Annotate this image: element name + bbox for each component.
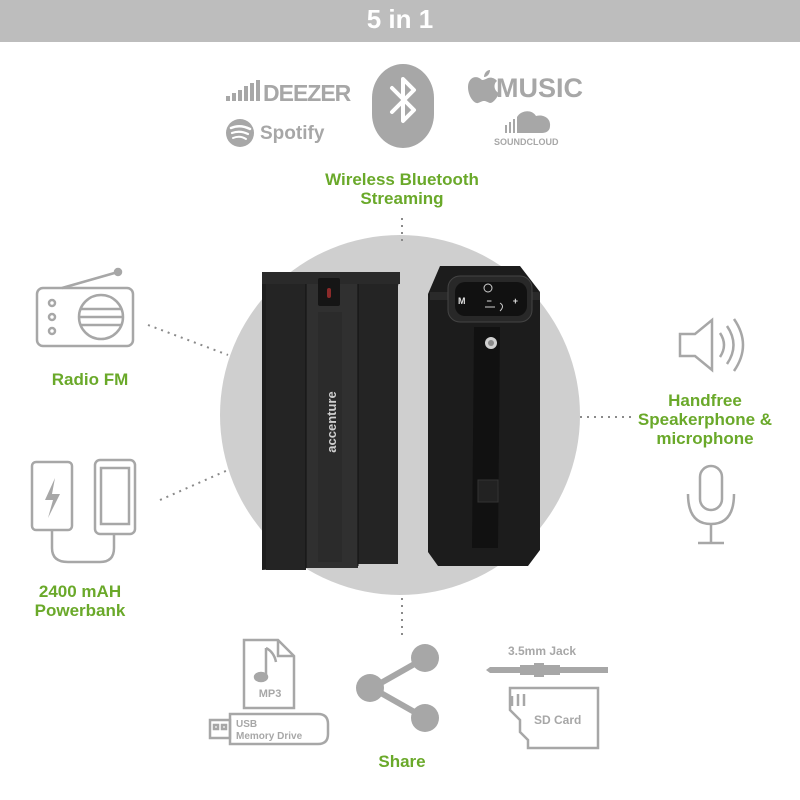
handsfree-label: Handfree Speakerphone & microphone bbox=[625, 391, 785, 448]
music-note-icon bbox=[242, 638, 296, 710]
radio-label: Radio FM bbox=[51, 370, 129, 389]
dotted-connectors bbox=[147, 218, 635, 640]
soundcloud-logo-text: SOUNDCLOUD bbox=[494, 137, 559, 147]
powerbank-label-line2: Powerbank bbox=[34, 601, 126, 620]
speaker-control-buttons: M − + bbox=[458, 296, 518, 306]
sd-card-icon bbox=[508, 686, 600, 750]
usb-label-line2: Memory Drive bbox=[236, 731, 303, 742]
bluetooth-label: Wireless Bluetooth Streaming bbox=[292, 170, 512, 208]
radio-icon bbox=[35, 267, 135, 348]
share-label: Share bbox=[378, 752, 426, 771]
bluetooth-label-line2: Streaming bbox=[360, 189, 444, 208]
deezer-logo-text: DEEZER bbox=[263, 80, 351, 106]
speaker-left bbox=[262, 272, 400, 570]
bluetooth-label-line1: Wireless Bluetooth bbox=[325, 170, 479, 189]
handsfree-label-line3: microphone bbox=[656, 429, 754, 448]
powerbank-label: 2400 mAH Powerbank bbox=[20, 582, 140, 620]
handsfree-label-line2: Speakerphone & bbox=[637, 410, 773, 429]
powerbank-label-line1: 2400 mAH bbox=[38, 582, 122, 601]
phone-icon bbox=[93, 458, 137, 536]
deezer-bars-icon bbox=[226, 80, 260, 101]
jack-label: 3.5mm Jack bbox=[508, 644, 577, 658]
audio-jack-icon bbox=[486, 663, 608, 677]
volume-down-button: − bbox=[486, 296, 492, 306]
speaker-right bbox=[428, 266, 540, 566]
page-title: 5 in 1 bbox=[366, 4, 434, 34]
usb-label: USB Memory Drive bbox=[236, 719, 302, 743]
sdcard-label: SD Card bbox=[534, 713, 582, 727]
usb-drive-icon bbox=[208, 712, 330, 746]
microphone-icon bbox=[686, 464, 736, 545]
speaker-volume-icon bbox=[678, 317, 745, 373]
apple-music-logo-text: MUSIC bbox=[496, 73, 583, 103]
bluetooth-icon bbox=[372, 64, 434, 148]
volume-up-button: + bbox=[512, 296, 518, 306]
usb-label-line1: USB bbox=[236, 719, 258, 730]
spotify-logo-text: Spotify bbox=[260, 123, 325, 144]
cable-line bbox=[50, 530, 116, 564]
handsfree-label-line1: Handfree bbox=[668, 391, 742, 410]
mp3-label: MP3 bbox=[258, 688, 282, 700]
header-bar bbox=[0, 0, 800, 42]
mode-button: M bbox=[458, 296, 466, 306]
battery-icon bbox=[30, 460, 74, 532]
soundcloud-icon bbox=[505, 111, 551, 133]
share-icon bbox=[356, 644, 439, 732]
product-brand-print: accenture bbox=[324, 391, 339, 453]
apple-icon bbox=[468, 70, 499, 104]
spotify-icon bbox=[226, 119, 254, 147]
